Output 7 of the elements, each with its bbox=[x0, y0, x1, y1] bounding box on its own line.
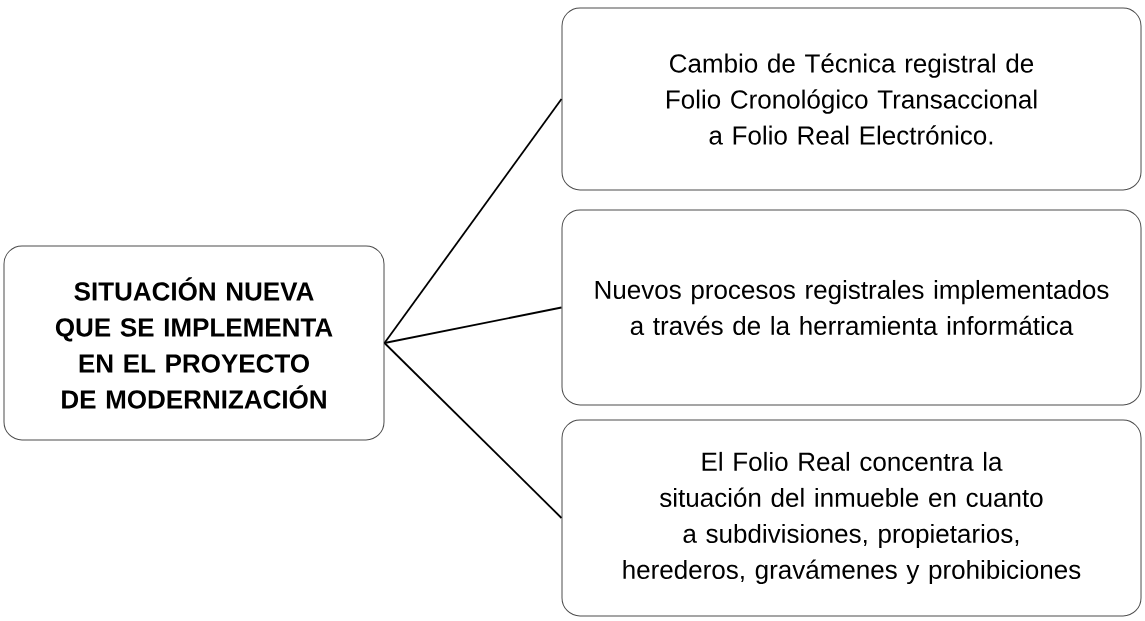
text-box: El Folio Real concentra la situación del inmueble en cuanto a subdivisiones, propietarios, herederos, gravámenes y prohibiciones bbox=[561, 419, 1142, 617]
connector-line bbox=[383, 98, 563, 344]
text-box: Nuevos procesos registrales implementados a través de la herramienta informática bbox=[561, 209, 1142, 406]
topic-box: SITUACIÓN NUEVA QUE SE IMPLEMENTA EN EL PROYECTO DE MODERNIZACIÓN bbox=[3, 245, 385, 441]
text-box: Cambio de Técnica registral de Folio Cronológico Transaccional a Folio Real Electrónico. bbox=[561, 7, 1142, 191]
connector-line bbox=[383, 342, 563, 519]
connector-line bbox=[383, 306, 563, 344]
